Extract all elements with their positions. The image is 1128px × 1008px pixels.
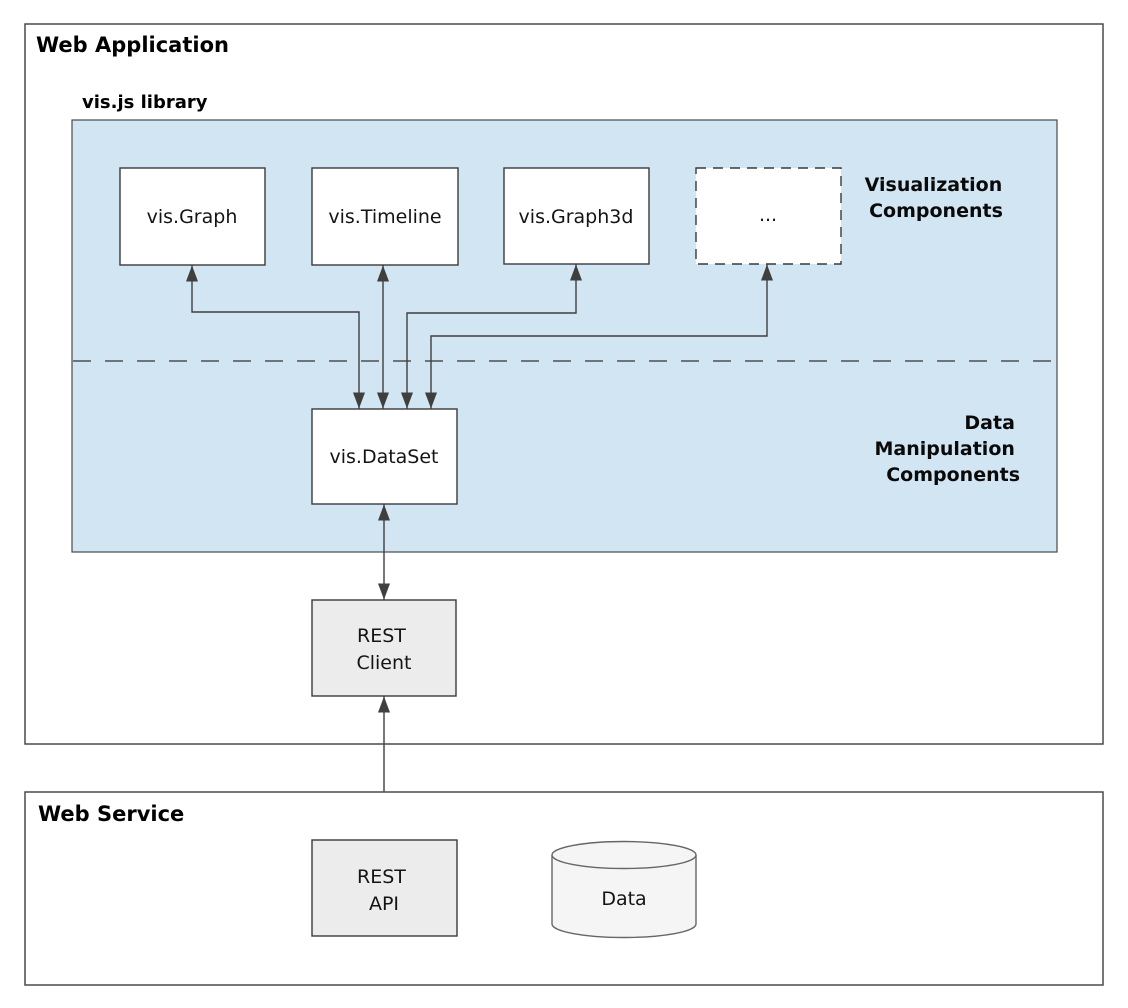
data-store-cylinder-body (551, 855, 697, 939)
data-manipulation-components-label-line3: Components (886, 464, 1020, 486)
box-rest-client-label-line2: Client (356, 652, 411, 674)
box-rest-api-label-line2: API (369, 893, 399, 915)
data-manipulation-components-label: Data Manipulation Components (875, 412, 1021, 486)
box-rest-api (311, 839, 458, 937)
box-more-components (695, 167, 842, 265)
box-more-components-label: ... (759, 204, 777, 226)
connector-vis-graph-dataset (186, 265, 365, 409)
data-manipulation-components-label-line1: Data (964, 412, 1015, 434)
box-rest-client-label: REST Client (356, 625, 411, 674)
box-vis-graph3d (503, 167, 650, 265)
visualization-components-label-line1: Visualization (865, 174, 1003, 196)
box-rest-api-label-line1: REST (357, 866, 406, 888)
data-store-cylinder (551, 840, 697, 939)
connector-more-components-dataset (425, 264, 773, 409)
box-vis-graph (119, 167, 266, 266)
box-vis-dataset-label: vis.DataSet (329, 446, 438, 468)
data-manipulation-components-label-line2: Manipulation (875, 438, 1015, 460)
box-rest-client-label-line1: REST (357, 625, 406, 647)
box-rest-api-label: REST API (357, 866, 411, 915)
box-vis-dataset (311, 408, 458, 505)
visualization-components-label-line2: Components (869, 200, 1003, 222)
box-rest-client (311, 599, 457, 697)
box-vis-timeline-label: vis.Timeline (328, 206, 441, 228)
box-vis-graph-label: vis.Graph (147, 206, 238, 228)
box-vis-graph3d-label: vis.Graph3d (519, 206, 634, 228)
web-service-title: Web Service (38, 802, 184, 826)
vis-js-library-title: vis.js library (82, 92, 208, 113)
web-application-title: Web Application (36, 33, 229, 57)
data-store-label: Data (601, 888, 646, 910)
data-store-cylinder-top (551, 840, 697, 870)
visualization-components-label: Visualization Components (865, 174, 1008, 222)
box-vis-timeline (311, 167, 459, 266)
